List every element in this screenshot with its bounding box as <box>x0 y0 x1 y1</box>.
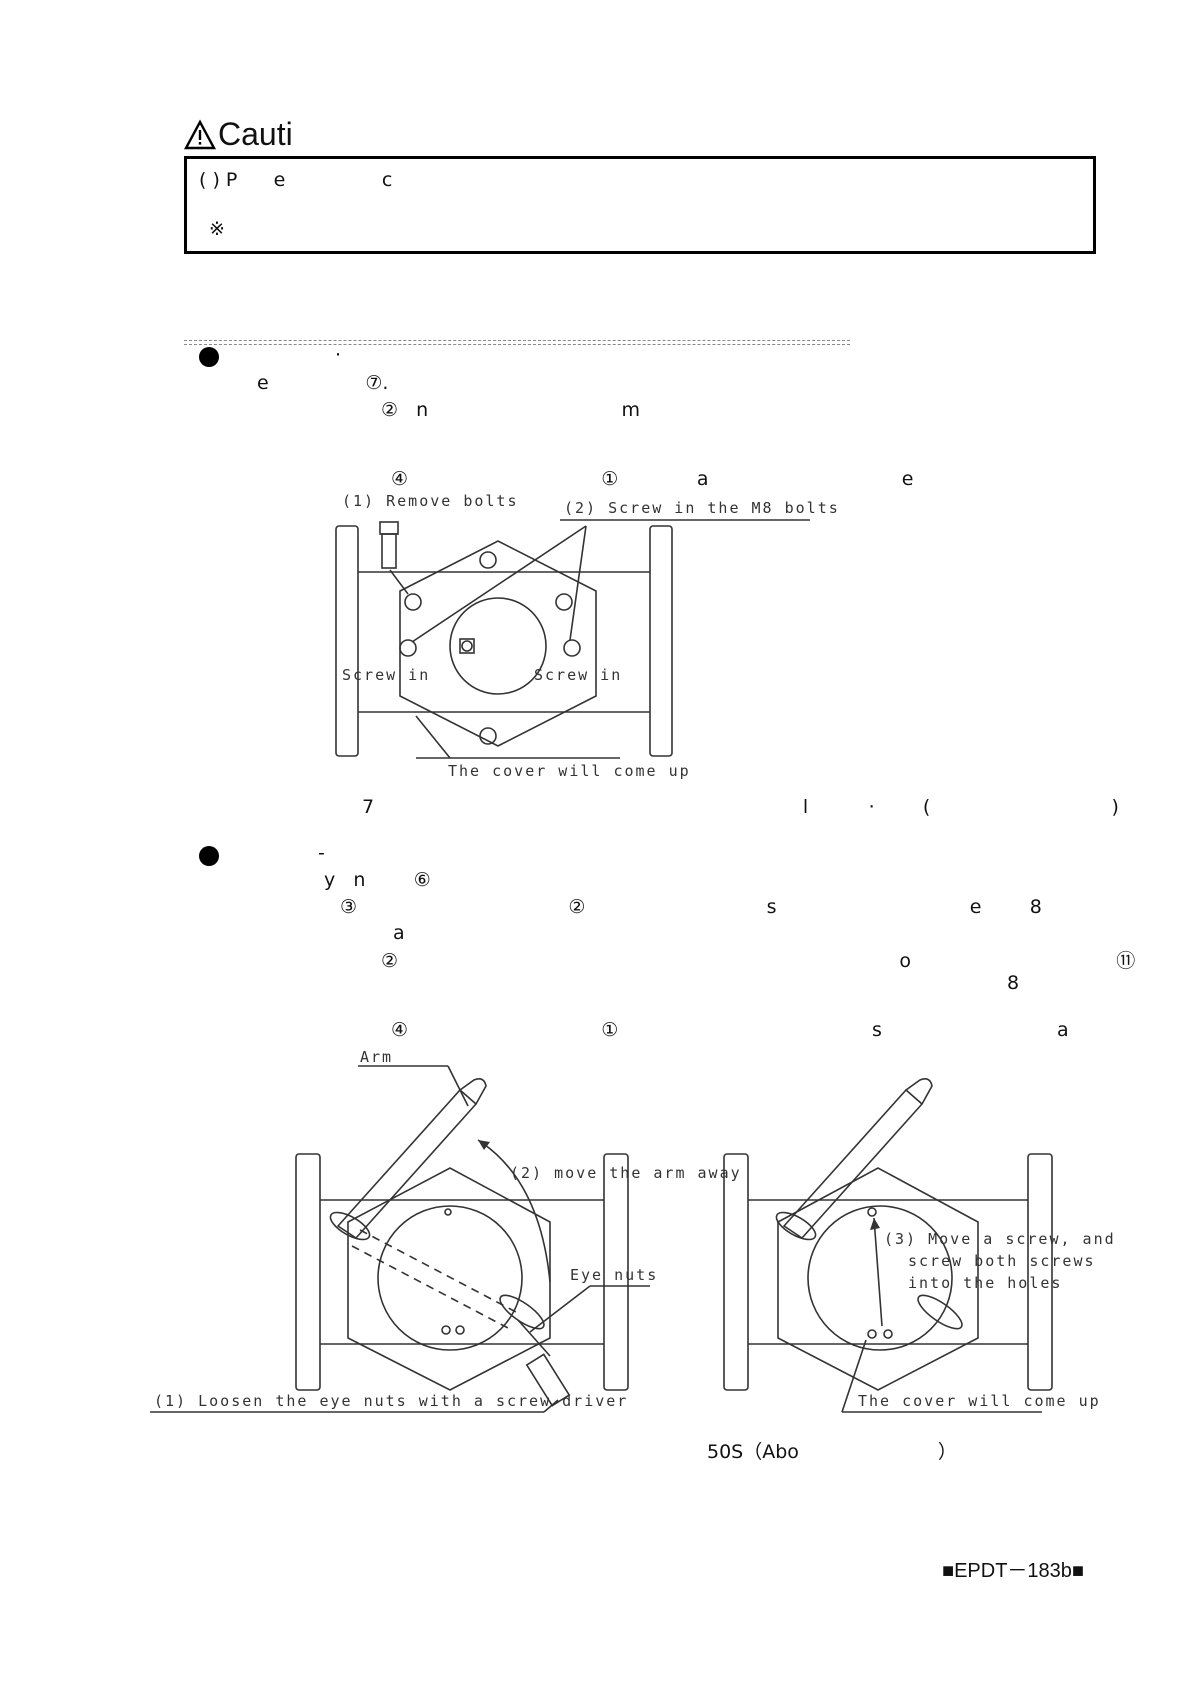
fig2-label-move-screw-1: (3) Move a screw, and <box>884 1230 1116 1248</box>
section2-line-6: ④ ① s a <box>391 1019 1069 1041</box>
caution-box: ( ) P e c ※ <box>184 156 1096 254</box>
fig1-label-cover: The cover will come up <box>448 762 691 780</box>
fig2-label-loosen: (1) Loosen the eye nuts with a screw dri… <box>154 1392 628 1410</box>
section-divider <box>184 340 850 345</box>
fig1-label-screw-in-right: Screw in <box>534 666 622 684</box>
figure-2-arm-removal: Arm (2) move the arm away Eye nuts (1) L… <box>150 1048 1114 1413</box>
figure-1-caption: 7 l · ( ) <box>362 796 1119 818</box>
section2-line-5: 8 <box>1007 972 1020 994</box>
document-code: ■EPDT－183b■ <box>942 1560 1084 1582</box>
warning-icon <box>183 119 217 150</box>
fig1-label-remove: (1) Remove bolts <box>342 492 519 510</box>
fig2-label-eye-nuts: Eye nuts <box>570 1266 658 1284</box>
section1-line-3: ④ ① a e <box>391 468 914 490</box>
caution-line-2: ※ <box>209 218 225 240</box>
fig1-label-screw: (2) Screw in the M8 bolts <box>564 499 840 517</box>
caution-title: Cauti <box>218 116 293 152</box>
section2-line-4: ② o ⑪ <box>381 950 1136 972</box>
fig2-label-arm: Arm <box>360 1048 393 1066</box>
figure-1-cover-removal: (1) Remove bolts (2) Screw in the M8 bol… <box>335 492 838 780</box>
fig2-label-move-arm: (2) move the arm away <box>510 1164 742 1182</box>
section1-line-1: e ⑦. <box>257 372 389 394</box>
section2-line-2: ③ ② s e 8 <box>340 896 1042 918</box>
figure-2-caption: 50S（Abo ） <box>707 1441 957 1463</box>
section1-line-2: ② n m <box>381 399 640 421</box>
fig2-label-cover: The cover will come up <box>858 1392 1101 1410</box>
bullet-1 <box>199 347 219 367</box>
bullet-2 <box>199 846 219 866</box>
caution-line-1: ( ) P e c <box>199 169 393 191</box>
fig2-label-move-screw-2: screw both screws <box>908 1252 1096 1270</box>
fig1-label-screw-in-left: Screw in <box>342 666 430 684</box>
fig2-label-move-screw-3: into the holes <box>908 1274 1062 1292</box>
section2-bullet-text: - <box>318 842 325 864</box>
section1-bullet-text: · <box>335 344 342 366</box>
section2-line-3: a <box>393 922 405 944</box>
section2-line-1: y n ⑥ <box>324 869 431 891</box>
